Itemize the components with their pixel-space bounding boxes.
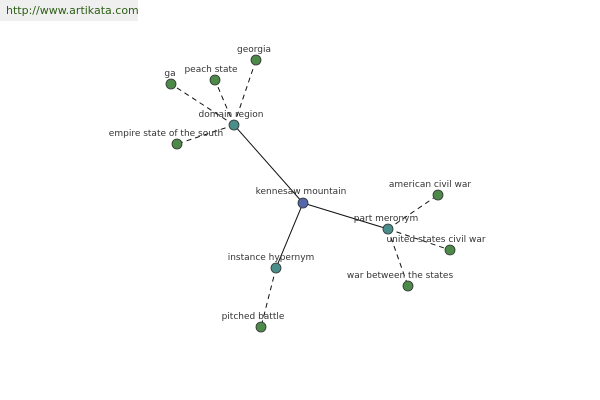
label-instance-hypernym: instance hypernym [228,253,315,263]
edge-center-part [302,202,389,230]
label-war-between-states: war between the states [347,271,454,281]
edge-domain-peach [214,79,235,126]
node-american-civil-war[interactable] [432,189,444,201]
url-bar: http://www.artikata.com [0,0,139,21]
label-ga: ga [164,69,175,79]
label-center: kennesaw mountain [256,187,347,197]
edges [170,59,451,328]
label-domain-region: domain region [198,110,263,120]
site-url-link[interactable]: http://www.artikata.com [6,4,139,17]
label-american-civil-war: american civil war [389,180,472,190]
node-domain-region[interactable] [228,119,240,131]
label-united-states-civil-war: united states civil war [386,235,485,245]
edge-domain-empire [176,124,235,145]
label-georgia: georgia [237,45,271,55]
edge-domain-georgia [233,59,257,126]
node-united-states-civil-war[interactable] [444,244,456,256]
node-peach-state[interactable] [209,74,221,86]
node-part-meronym[interactable] [382,223,394,235]
edge-center-instance [275,202,304,269]
edge-center-domain [233,124,304,204]
edge-part-united [387,228,451,251]
labels: kennesaw mountain domain region part mer… [109,45,486,322]
node-empire-state[interactable] [171,138,183,150]
node-war-between-states[interactable] [402,280,414,292]
edge-instance-pitched [260,267,277,328]
edge-part-between [387,228,409,287]
nodes [165,54,456,333]
node-center[interactable] [297,197,309,209]
label-peach-state: peach state [184,65,238,75]
edge-domain-ga [170,83,235,126]
node-instance-hypernym[interactable] [270,262,282,274]
edge-part-american [387,194,439,230]
node-pitched-battle[interactable] [255,321,267,333]
node-georgia[interactable] [250,54,262,66]
label-pitched-battle: pitched battle [222,312,285,322]
label-part-meronym: part meronym [354,214,418,224]
label-empire-state: empire state of the south [109,129,223,139]
node-ga[interactable] [165,78,177,90]
